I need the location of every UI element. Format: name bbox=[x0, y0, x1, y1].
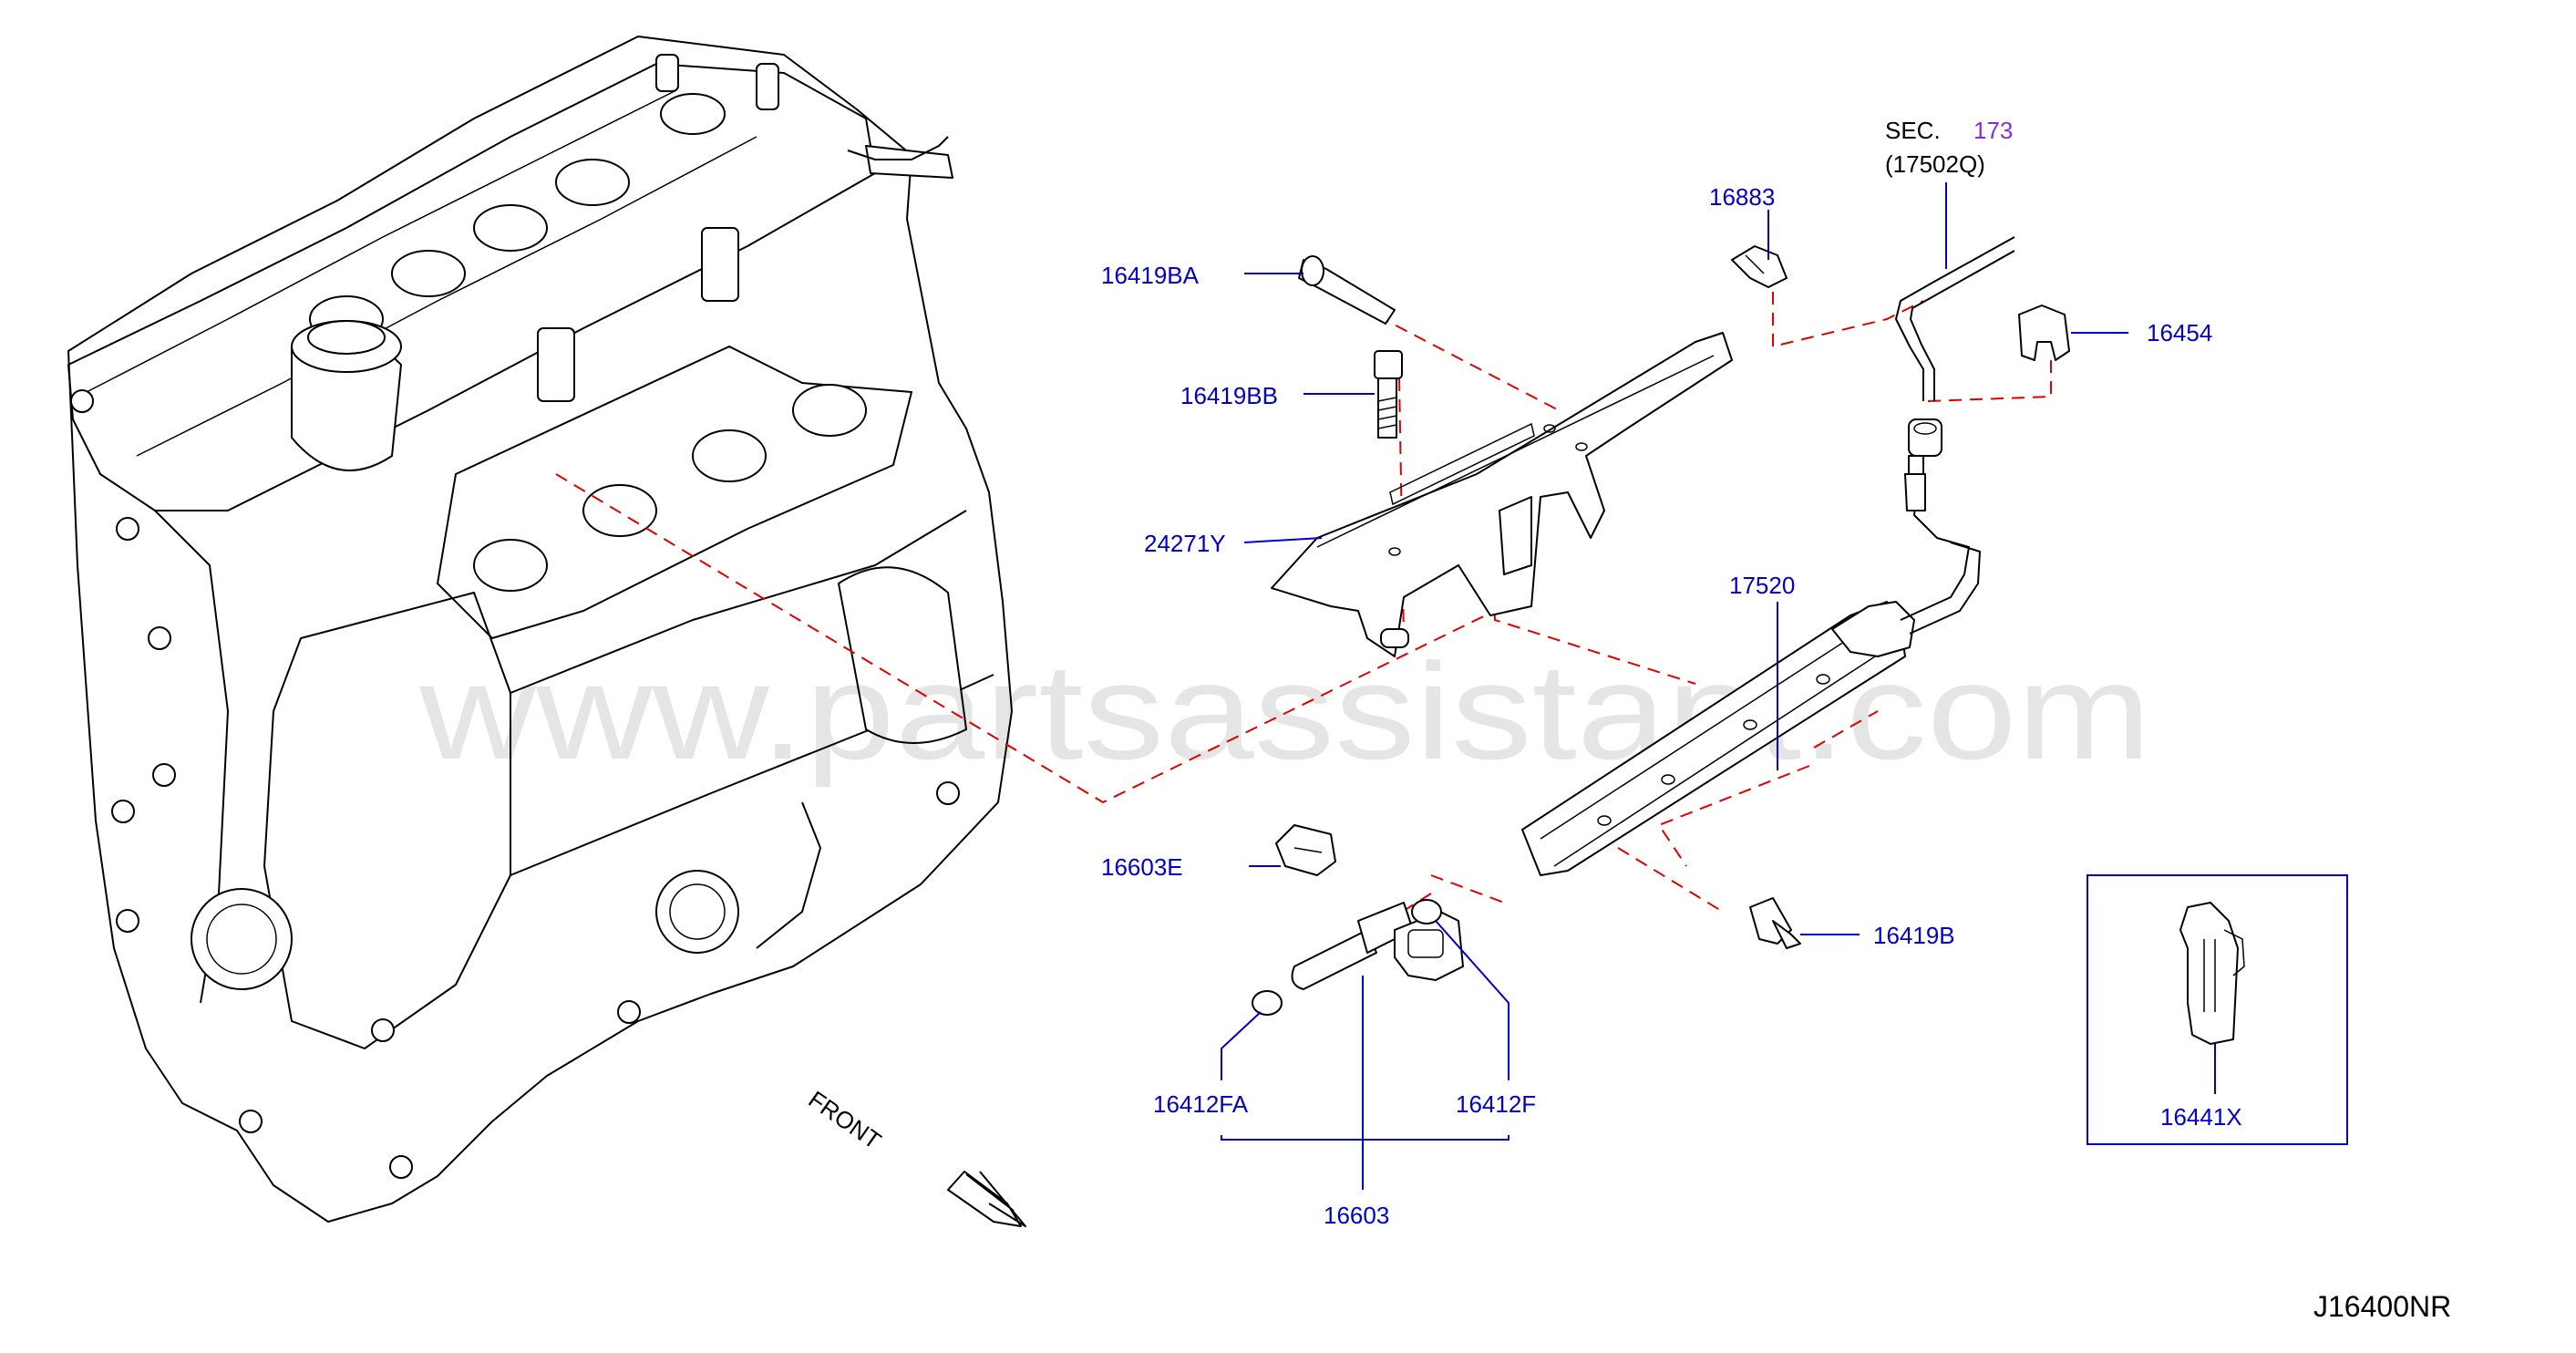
section-number: 173 bbox=[1973, 117, 2013, 144]
label-16603: 16603 bbox=[1324, 1202, 1389, 1229]
label-17520: 17520 bbox=[1729, 572, 1795, 599]
label-16419B: 16419B bbox=[1873, 922, 1955, 949]
bolt-16419BA bbox=[1298, 255, 1396, 325]
label-16441X: 16441X bbox=[2160, 1103, 2242, 1131]
fuel-injector bbox=[1291, 902, 1464, 990]
label-16412FA: 16412FA bbox=[1153, 1090, 1249, 1118]
clip-16883 bbox=[1731, 245, 1788, 288]
section-prefix: SEC. bbox=[1885, 117, 1941, 144]
label-16454: 16454 bbox=[2147, 319, 2212, 346]
clip-16603E bbox=[1275, 824, 1336, 876]
front-direction-indicator: FRONT bbox=[804, 1085, 1026, 1227]
label-16412F: 16412F bbox=[1456, 1090, 1536, 1118]
fuel-rail bbox=[1521, 455, 1981, 876]
inset-box-16441X bbox=[2087, 874, 2348, 1145]
o-ring-16412F bbox=[1411, 899, 1442, 924]
engine-block-illustration bbox=[67, 36, 1013, 1223]
label-24271Y: 24271Y bbox=[1144, 530, 1226, 557]
front-label: FRONT bbox=[804, 1085, 887, 1154]
label-16419BB: 16419BB bbox=[1180, 382, 1278, 409]
label-leader-lines bbox=[1221, 182, 2216, 1190]
diagram-code: J16400NR bbox=[2313, 1290, 2451, 1323]
bolt-16419BB bbox=[1374, 350, 1403, 439]
part-number-labels: 16419BA 16419BB 24271Y 16883 16454 17520… bbox=[1101, 183, 2242, 1229]
label-16883: 16883 bbox=[1709, 183, 1775, 211]
section-subref: (17502Q) bbox=[1885, 150, 1985, 178]
clamp-16454 bbox=[2018, 305, 2070, 361]
o-ring-16412FA bbox=[1252, 990, 1283, 1016]
label-16419BA: 16419BA bbox=[1101, 262, 1200, 289]
front-arrow-icon bbox=[947, 1171, 1022, 1227]
label-16603E: 16603E bbox=[1101, 853, 1183, 881]
fuel-feed-line bbox=[1895, 236, 2015, 457]
bolt-16419B bbox=[1749, 897, 1801, 949]
section-reference: SEC. 173 (17502Q) bbox=[1885, 117, 2013, 178]
fuel-rail-bracket bbox=[1271, 332, 1733, 657]
